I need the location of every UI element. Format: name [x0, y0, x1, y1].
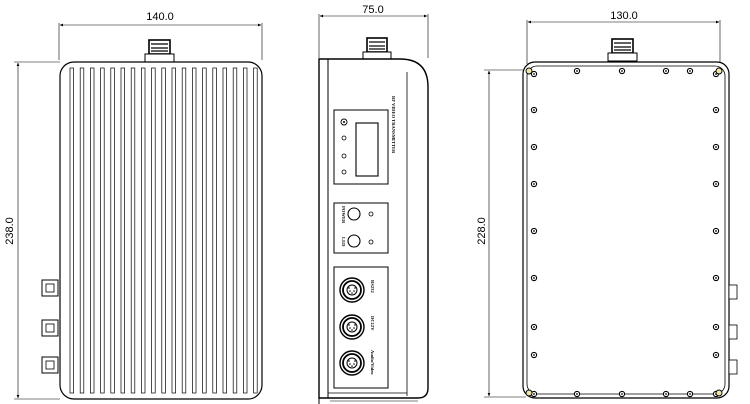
screw-icon — [662, 390, 670, 398]
heatsink-fin — [141, 67, 146, 394]
antenna-connector — [144, 39, 175, 63]
back-bracket-2 — [728, 324, 738, 340]
front-width-dimension: 140.0 — [58, 11, 263, 60]
heatsink-fin — [171, 67, 176, 394]
back-bracket-3 — [728, 359, 738, 375]
circular-connector-3 — [339, 350, 365, 376]
power-indicator-icon — [368, 211, 374, 217]
side-width-label: 75.0 — [362, 4, 383, 16]
screw-icon — [530, 351, 538, 359]
heatsink-fin — [130, 67, 136, 394]
heatsink-fin — [120, 67, 125, 394]
back-height-dimension: 228.0 — [476, 69, 526, 398]
switch-panel: POWER LED — [333, 202, 389, 254]
screw-icon — [712, 227, 720, 235]
heatsink-fin — [212, 67, 217, 394]
heatsink-fin — [69, 67, 74, 394]
back-view: 130.0 228.0 — [476, 10, 738, 399]
corner-screw-icon — [525, 67, 533, 75]
screw-icon — [530, 70, 538, 78]
mounting-bracket-1 — [41, 279, 59, 297]
dc12v-label: DC12V — [370, 316, 375, 331]
indicator-led-3 — [341, 153, 347, 159]
rs232-label: RS232 — [370, 280, 375, 293]
back-bracket-1 — [728, 284, 738, 300]
heatsink-fin — [222, 67, 227, 394]
product-label: RF VIDEO TRANSMITTER — [391, 96, 396, 154]
screw-icon — [530, 143, 538, 151]
circular-connector-1 — [339, 277, 365, 303]
screw-icon — [686, 390, 694, 398]
led-indicator-icon — [368, 239, 374, 245]
heatsink-fin — [181, 67, 187, 394]
audio-video-label: Audio/Video — [370, 350, 375, 375]
lcd-screen — [355, 122, 379, 177]
indicator-led-2 — [341, 135, 347, 141]
heatsink-fin — [110, 67, 115, 394]
led-button[interactable] — [347, 234, 361, 248]
heatsink-fin — [151, 67, 156, 394]
front-width-label: 140.0 — [146, 11, 174, 23]
heatsink-fin — [90, 67, 95, 394]
corner-screw-icon — [715, 389, 723, 397]
heatsink-fin — [243, 67, 248, 394]
screw-icon — [573, 390, 581, 398]
heatsink-fin — [253, 67, 258, 394]
back-screws — [525, 67, 723, 398]
back-height-label: 228.0 — [476, 217, 488, 245]
screw-icon — [530, 227, 538, 235]
front-height-label: 238.0 — [4, 217, 16, 245]
back-plate — [522, 61, 730, 399]
screw-icon — [530, 180, 538, 188]
screw-icon — [712, 106, 720, 114]
heatsink-fin — [202, 67, 207, 394]
heatsink-fin — [192, 67, 197, 394]
side-width-dimension: 75.0 — [318, 4, 429, 58]
back-antenna-connector — [607, 38, 638, 62]
heatsink-fin — [79, 67, 85, 394]
indicator-led-4 — [341, 169, 347, 175]
screw-icon — [712, 274, 720, 282]
side-view: 75.0 RF VIDEO TRANSMITTER — [318, 4, 429, 404]
side-antenna-connector — [362, 37, 392, 60]
screw-icon — [712, 180, 720, 188]
screw-icon — [712, 351, 720, 359]
screw-icon — [618, 67, 626, 75]
mounting-bracket-2 — [41, 319, 59, 337]
display-panel — [333, 109, 389, 185]
heatsink-fins — [69, 67, 258, 394]
front-view: 140.0 238.0 — [4, 11, 263, 400]
heatsink-fin — [161, 67, 166, 394]
power-button[interactable] — [347, 207, 361, 221]
screw-icon — [712, 143, 720, 151]
screw-icon — [618, 390, 626, 398]
corner-screw-icon — [715, 67, 723, 75]
back-width-dimension: 130.0 — [526, 10, 721, 64]
screw-icon — [530, 274, 538, 282]
heatsink-fin — [232, 67, 238, 394]
screw-icon — [573, 67, 581, 75]
corner-screw-icon — [525, 389, 533, 397]
mounting-bracket-3 — [41, 356, 59, 374]
screw-icon — [530, 390, 538, 398]
screw-icon — [530, 106, 538, 114]
power-switch-label: POWER — [341, 206, 346, 224]
circular-connector-2 — [339, 314, 365, 340]
screw-icon — [712, 323, 720, 331]
connector-panel: RS232 DC12V Audio/Video — [333, 266, 389, 389]
screw-icon — [530, 323, 538, 331]
led-switch-label: LED — [341, 237, 346, 247]
screw-icon — [662, 67, 670, 75]
heatsink-fin — [100, 67, 105, 394]
front-height-dimension: 238.0 — [4, 61, 60, 400]
back-width-label: 130.0 — [610, 10, 638, 22]
screw-icon — [686, 67, 694, 75]
